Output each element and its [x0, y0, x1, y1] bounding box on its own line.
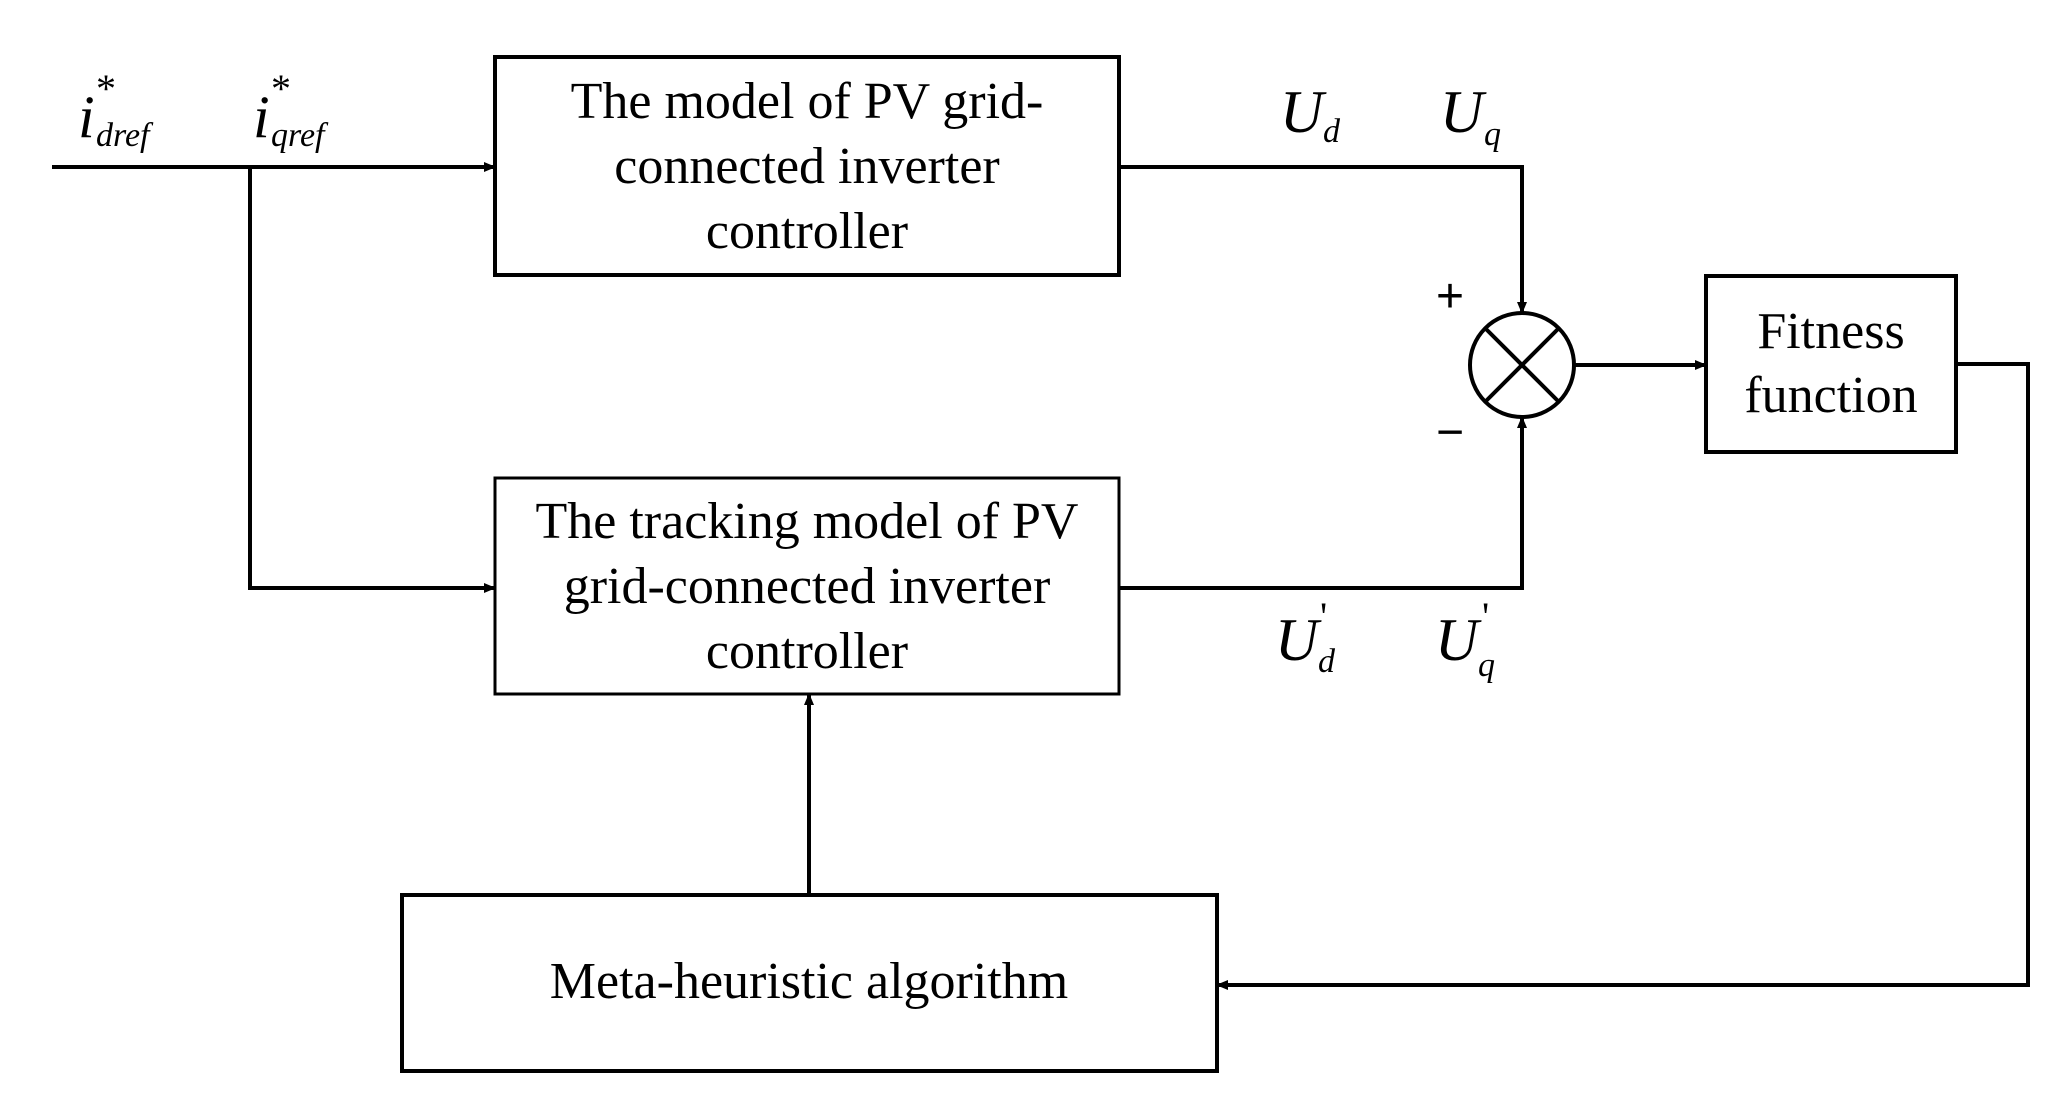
input-to-tracking-model-arrow [248, 167, 496, 593]
svg-text:U: U [1280, 79, 1327, 145]
svg-text:U: U [1435, 607, 1482, 673]
label-uq: U q [1440, 79, 1501, 153]
tracking-model-line-2: grid-connected inverter [564, 558, 1051, 615]
svg-text:d: d [1323, 113, 1341, 150]
pv-model-line-2: connected inverter [614, 138, 999, 195]
svg-text:U: U [1440, 79, 1487, 145]
connectors [52, 162, 2030, 990]
pv-model-line-1: The model of PV grid- [571, 73, 1044, 130]
minus-sign: − [1436, 406, 1464, 459]
pv-model-line-3: controller [706, 203, 908, 260]
fitness-line-1: Fitness [1757, 303, 1904, 360]
svg-text:U: U [1275, 607, 1322, 673]
label-uq-prime: U ' q [1435, 594, 1495, 684]
svg-text:i: i [78, 84, 95, 150]
fitness-to-metaheuristic-arrow [1216, 362, 2030, 990]
tracking-model-line-1: The tracking model of PV [536, 493, 1079, 550]
plus-sign: + [1436, 270, 1464, 323]
svg-text:*: * [271, 66, 291, 111]
tracking-model-block: The tracking model of PV grid-connected … [493, 476, 1121, 696]
svg-text:q: q [1478, 647, 1495, 684]
label-id-ref: i * dref [78, 66, 154, 154]
ud-uq-to-junction-arrow [1119, 165, 1527, 314]
svg-text:q: q [1484, 116, 1501, 153]
metaheuristic-block: Meta-heuristic algorithm [400, 893, 1219, 1073]
ud-uq-prime-to-junction-arrow [1119, 416, 1527, 590]
label-ud: U d [1280, 79, 1341, 150]
summing-junction [1468, 311, 1576, 419]
svg-text:': ' [1320, 594, 1327, 639]
metaheuristic-label: Meta-heuristic algorithm [550, 953, 1068, 1010]
label-ud-prime: U ' d [1275, 594, 1336, 680]
fitness-line-2: function [1744, 367, 1917, 424]
svg-text:d: d [1318, 643, 1336, 680]
label-iq-ref: i * qref [253, 66, 329, 154]
svg-text:i: i [253, 84, 270, 150]
tracking-model-line-3: controller [706, 623, 908, 680]
fitness-function-block: Fitness function [1704, 274, 1958, 454]
svg-text:dref: dref [96, 117, 154, 154]
pv-model-block: The model of PV grid- connected inverter… [493, 55, 1121, 277]
svg-text:qref: qref [271, 117, 329, 154]
svg-text:*: * [96, 66, 116, 111]
svg-text:': ' [1482, 594, 1489, 639]
